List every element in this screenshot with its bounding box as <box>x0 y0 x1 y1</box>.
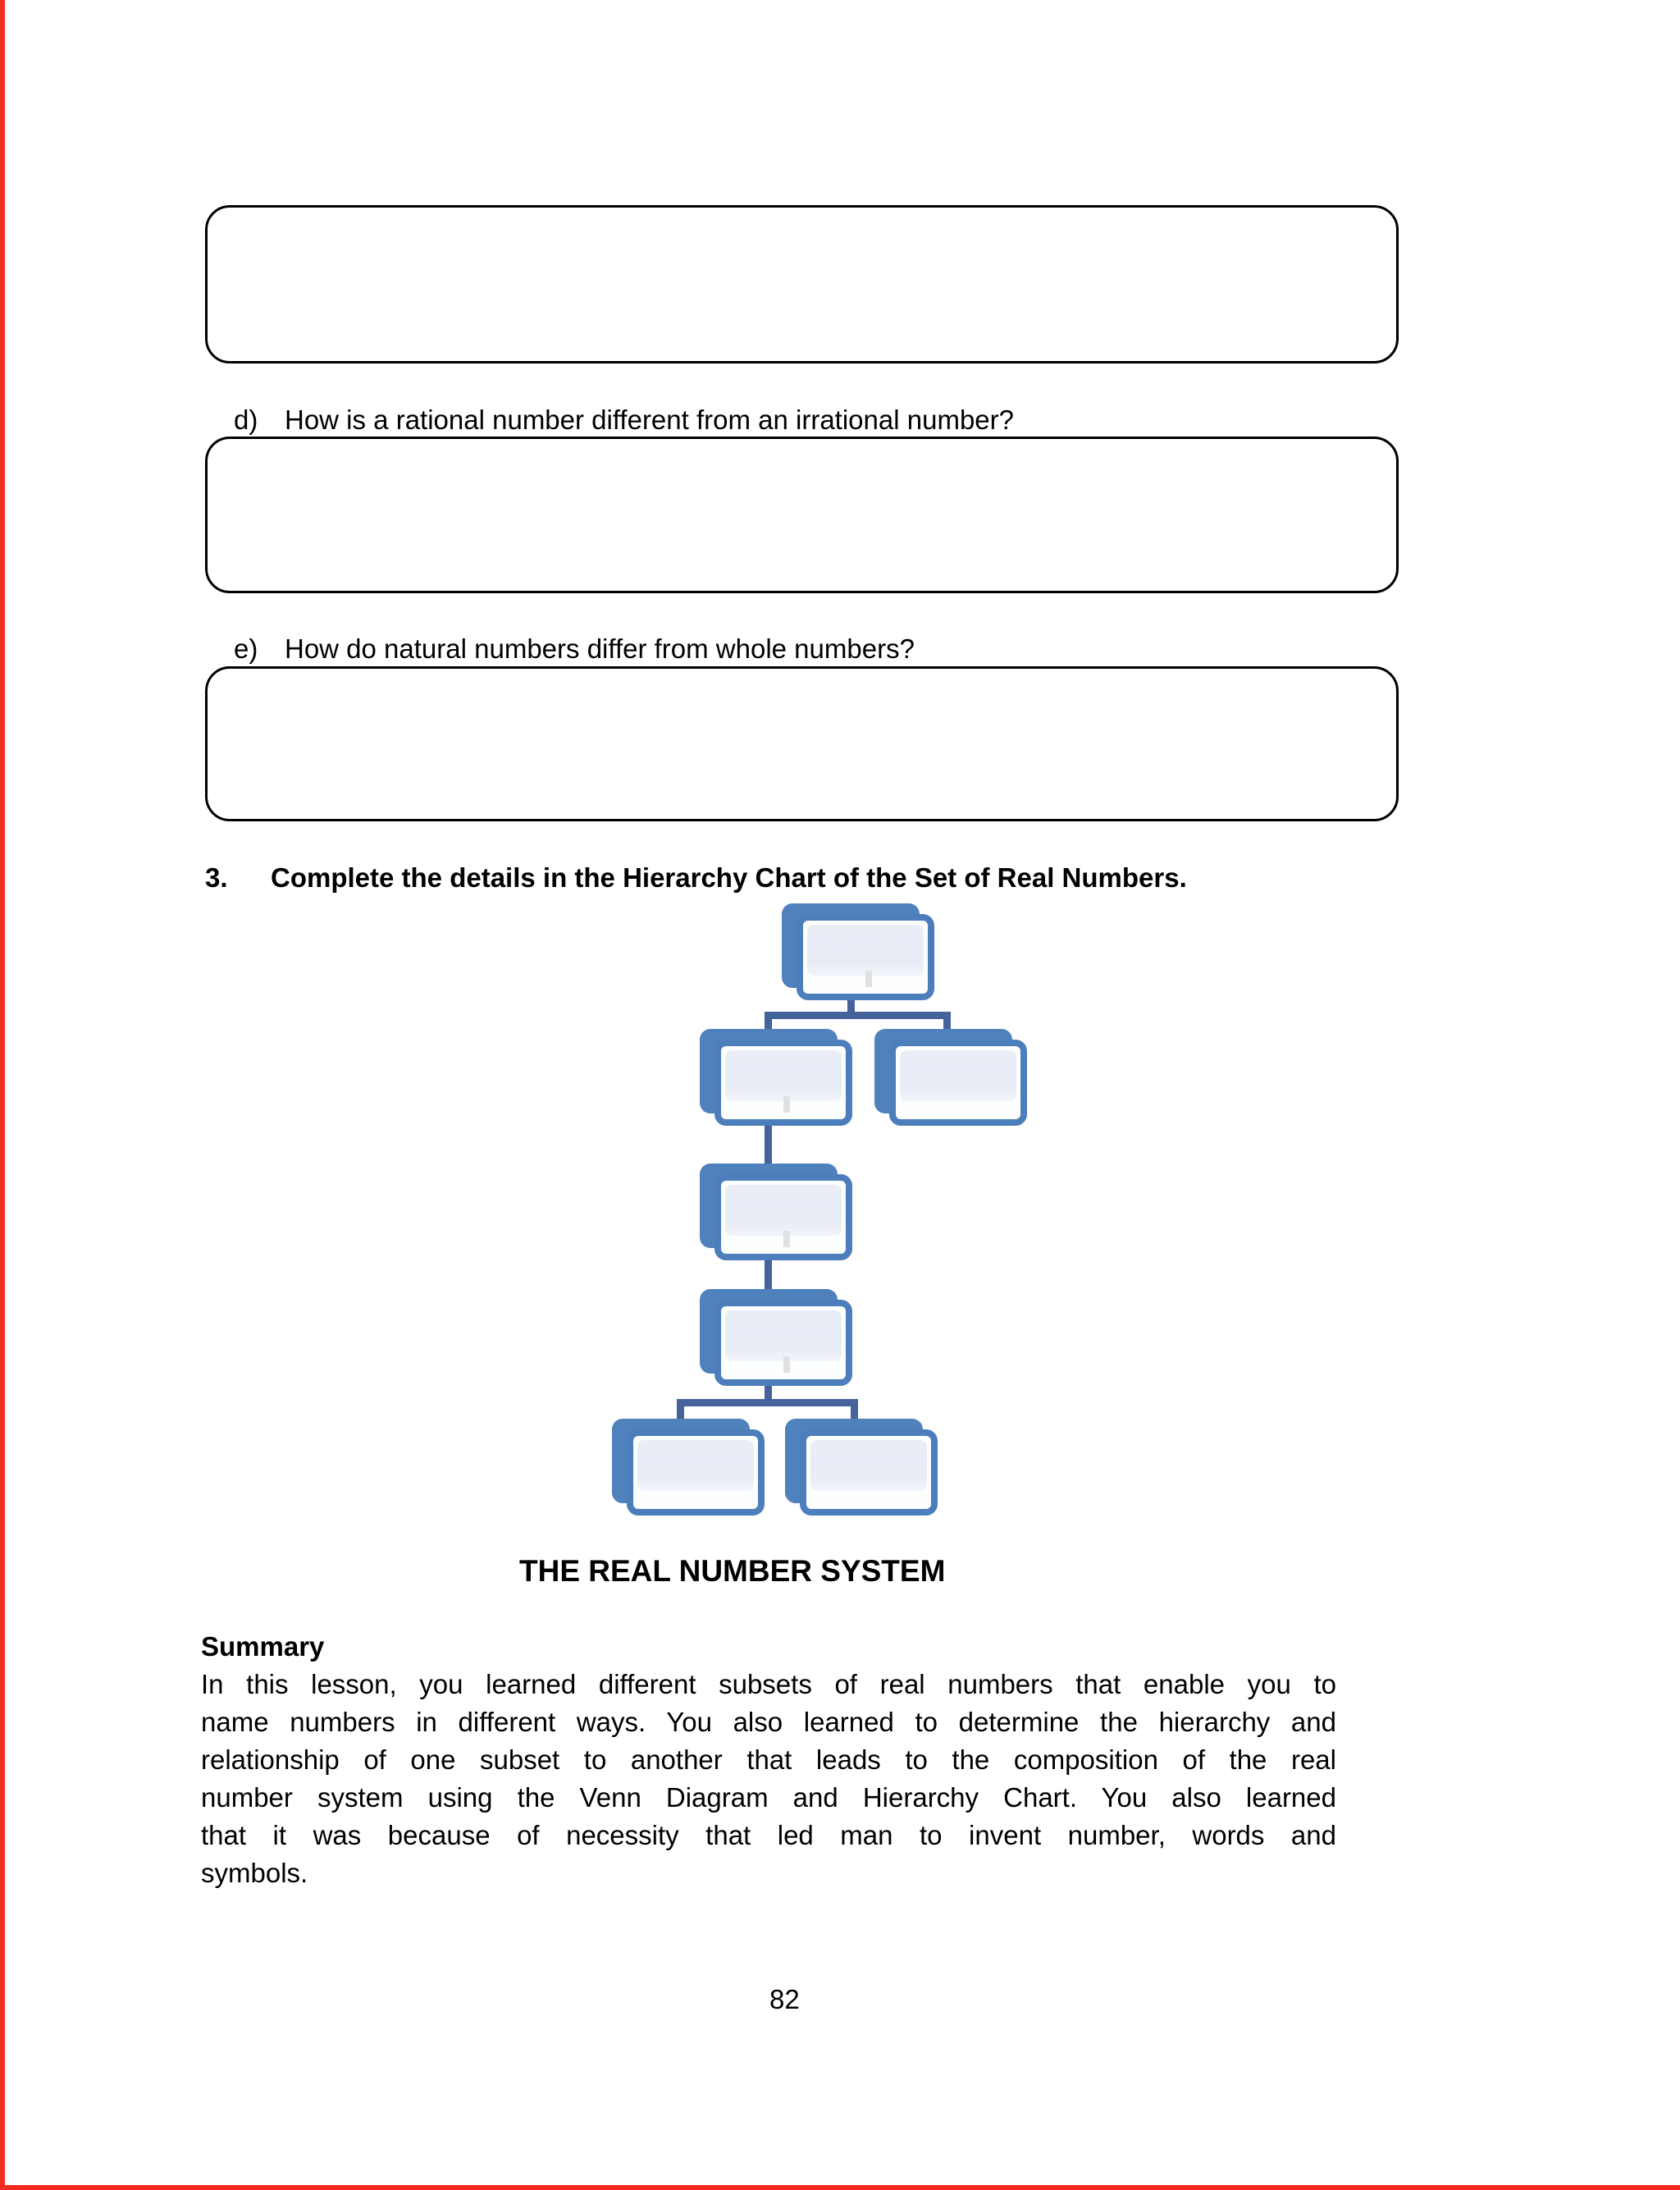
connector-level5-left-stub <box>677 1404 684 1420</box>
chart-node-tick <box>783 1356 790 1373</box>
question-d-label: d) <box>234 405 258 435</box>
instruction-3: 3. Complete the details in the Hierarchy … <box>205 862 1187 894</box>
chart-node-grandchild <box>700 1164 852 1260</box>
answer-box-continuation[interactable] <box>205 205 1399 363</box>
summary-line: relationship of one subset to another th… <box>201 1744 1336 1775</box>
connector-level5-riser <box>765 1383 772 1404</box>
chart-node-leaf-left <box>612 1419 765 1516</box>
chart-node-tick <box>783 1096 790 1113</box>
chart-node-root <box>782 903 934 1000</box>
connector-level3-stub <box>765 1122 772 1168</box>
instruction-3-number: 3. <box>205 862 228 893</box>
connector-root-stub <box>847 995 855 1017</box>
connector-level5-right-stub <box>851 1404 858 1420</box>
chart-node-leaf-right <box>785 1419 938 1516</box>
chart-node-fill <box>637 1440 754 1491</box>
connector-level4-stub <box>765 1256 772 1302</box>
chart-node-field-root[interactable] <box>797 914 934 1000</box>
connector-level5-bar <box>677 1399 858 1406</box>
hierarchy-chart <box>607 898 1042 1555</box>
chart-node-child-right <box>874 1029 1027 1126</box>
summary-line: In this lesson, you learned different su… <box>201 1669 1336 1699</box>
page-edge-line-bottom <box>0 2185 1680 2190</box>
question-e: e) How do natural numbers differ from who… <box>234 633 915 665</box>
connector-level2-bar <box>765 1012 951 1019</box>
chart-node-fill <box>807 925 924 976</box>
chart-node-field-child-left[interactable] <box>714 1040 852 1126</box>
chart-node-great-grandchild <box>700 1289 852 1386</box>
question-d-text: How is a rational number different from … <box>285 405 1014 435</box>
chart-node-tick <box>865 971 872 987</box>
summary-line: number system using the Venn Diagram and… <box>201 1782 1336 1813</box>
summary-line: name numbers in different ways. You also… <box>201 1707 1336 1737</box>
answer-box-e[interactable] <box>205 666 1399 821</box>
chart-node-fill <box>725 1310 842 1361</box>
summary-line: that it was because of necessity that le… <box>201 1820 1336 1850</box>
chart-node-child-left <box>700 1029 852 1126</box>
chart-node-field-leaf-left[interactable] <box>627 1429 765 1516</box>
chart-node-field-leaf-right[interactable] <box>800 1429 938 1516</box>
connector-level2-right-stub <box>943 1017 951 1031</box>
chart-node-field-child-right[interactable] <box>889 1040 1027 1126</box>
chart-node-field-grandchild[interactable] <box>714 1174 852 1260</box>
chart-node-fill <box>900 1050 1016 1101</box>
chart-title: THE REAL NUMBER SYSTEM <box>519 1554 946 1588</box>
page-edge-line-left <box>0 0 5 2190</box>
answer-box-d[interactable] <box>205 437 1399 593</box>
instruction-3-text: Complete the details in the Hierarchy Ch… <box>271 862 1187 893</box>
chart-node-fill <box>810 1440 927 1491</box>
chart-node-fill <box>725 1185 842 1236</box>
page-number: 82 <box>769 1984 800 2014</box>
summary-heading: Summary <box>201 1631 325 1662</box>
connector-level2-left-stub <box>765 1017 772 1031</box>
summary-paragraph: In this lesson, you learned different su… <box>201 1666 1336 1892</box>
chart-node-field-great-grandchild[interactable] <box>714 1300 852 1386</box>
question-e-text: How do natural numbers differ from whole… <box>285 633 915 664</box>
chart-node-tick <box>783 1231 790 1247</box>
question-e-label: e) <box>234 633 258 664</box>
question-d: d) How is a rational number different fro… <box>234 404 1014 437</box>
summary-line: symbols. <box>201 1858 308 1888</box>
chart-node-fill <box>725 1050 842 1101</box>
